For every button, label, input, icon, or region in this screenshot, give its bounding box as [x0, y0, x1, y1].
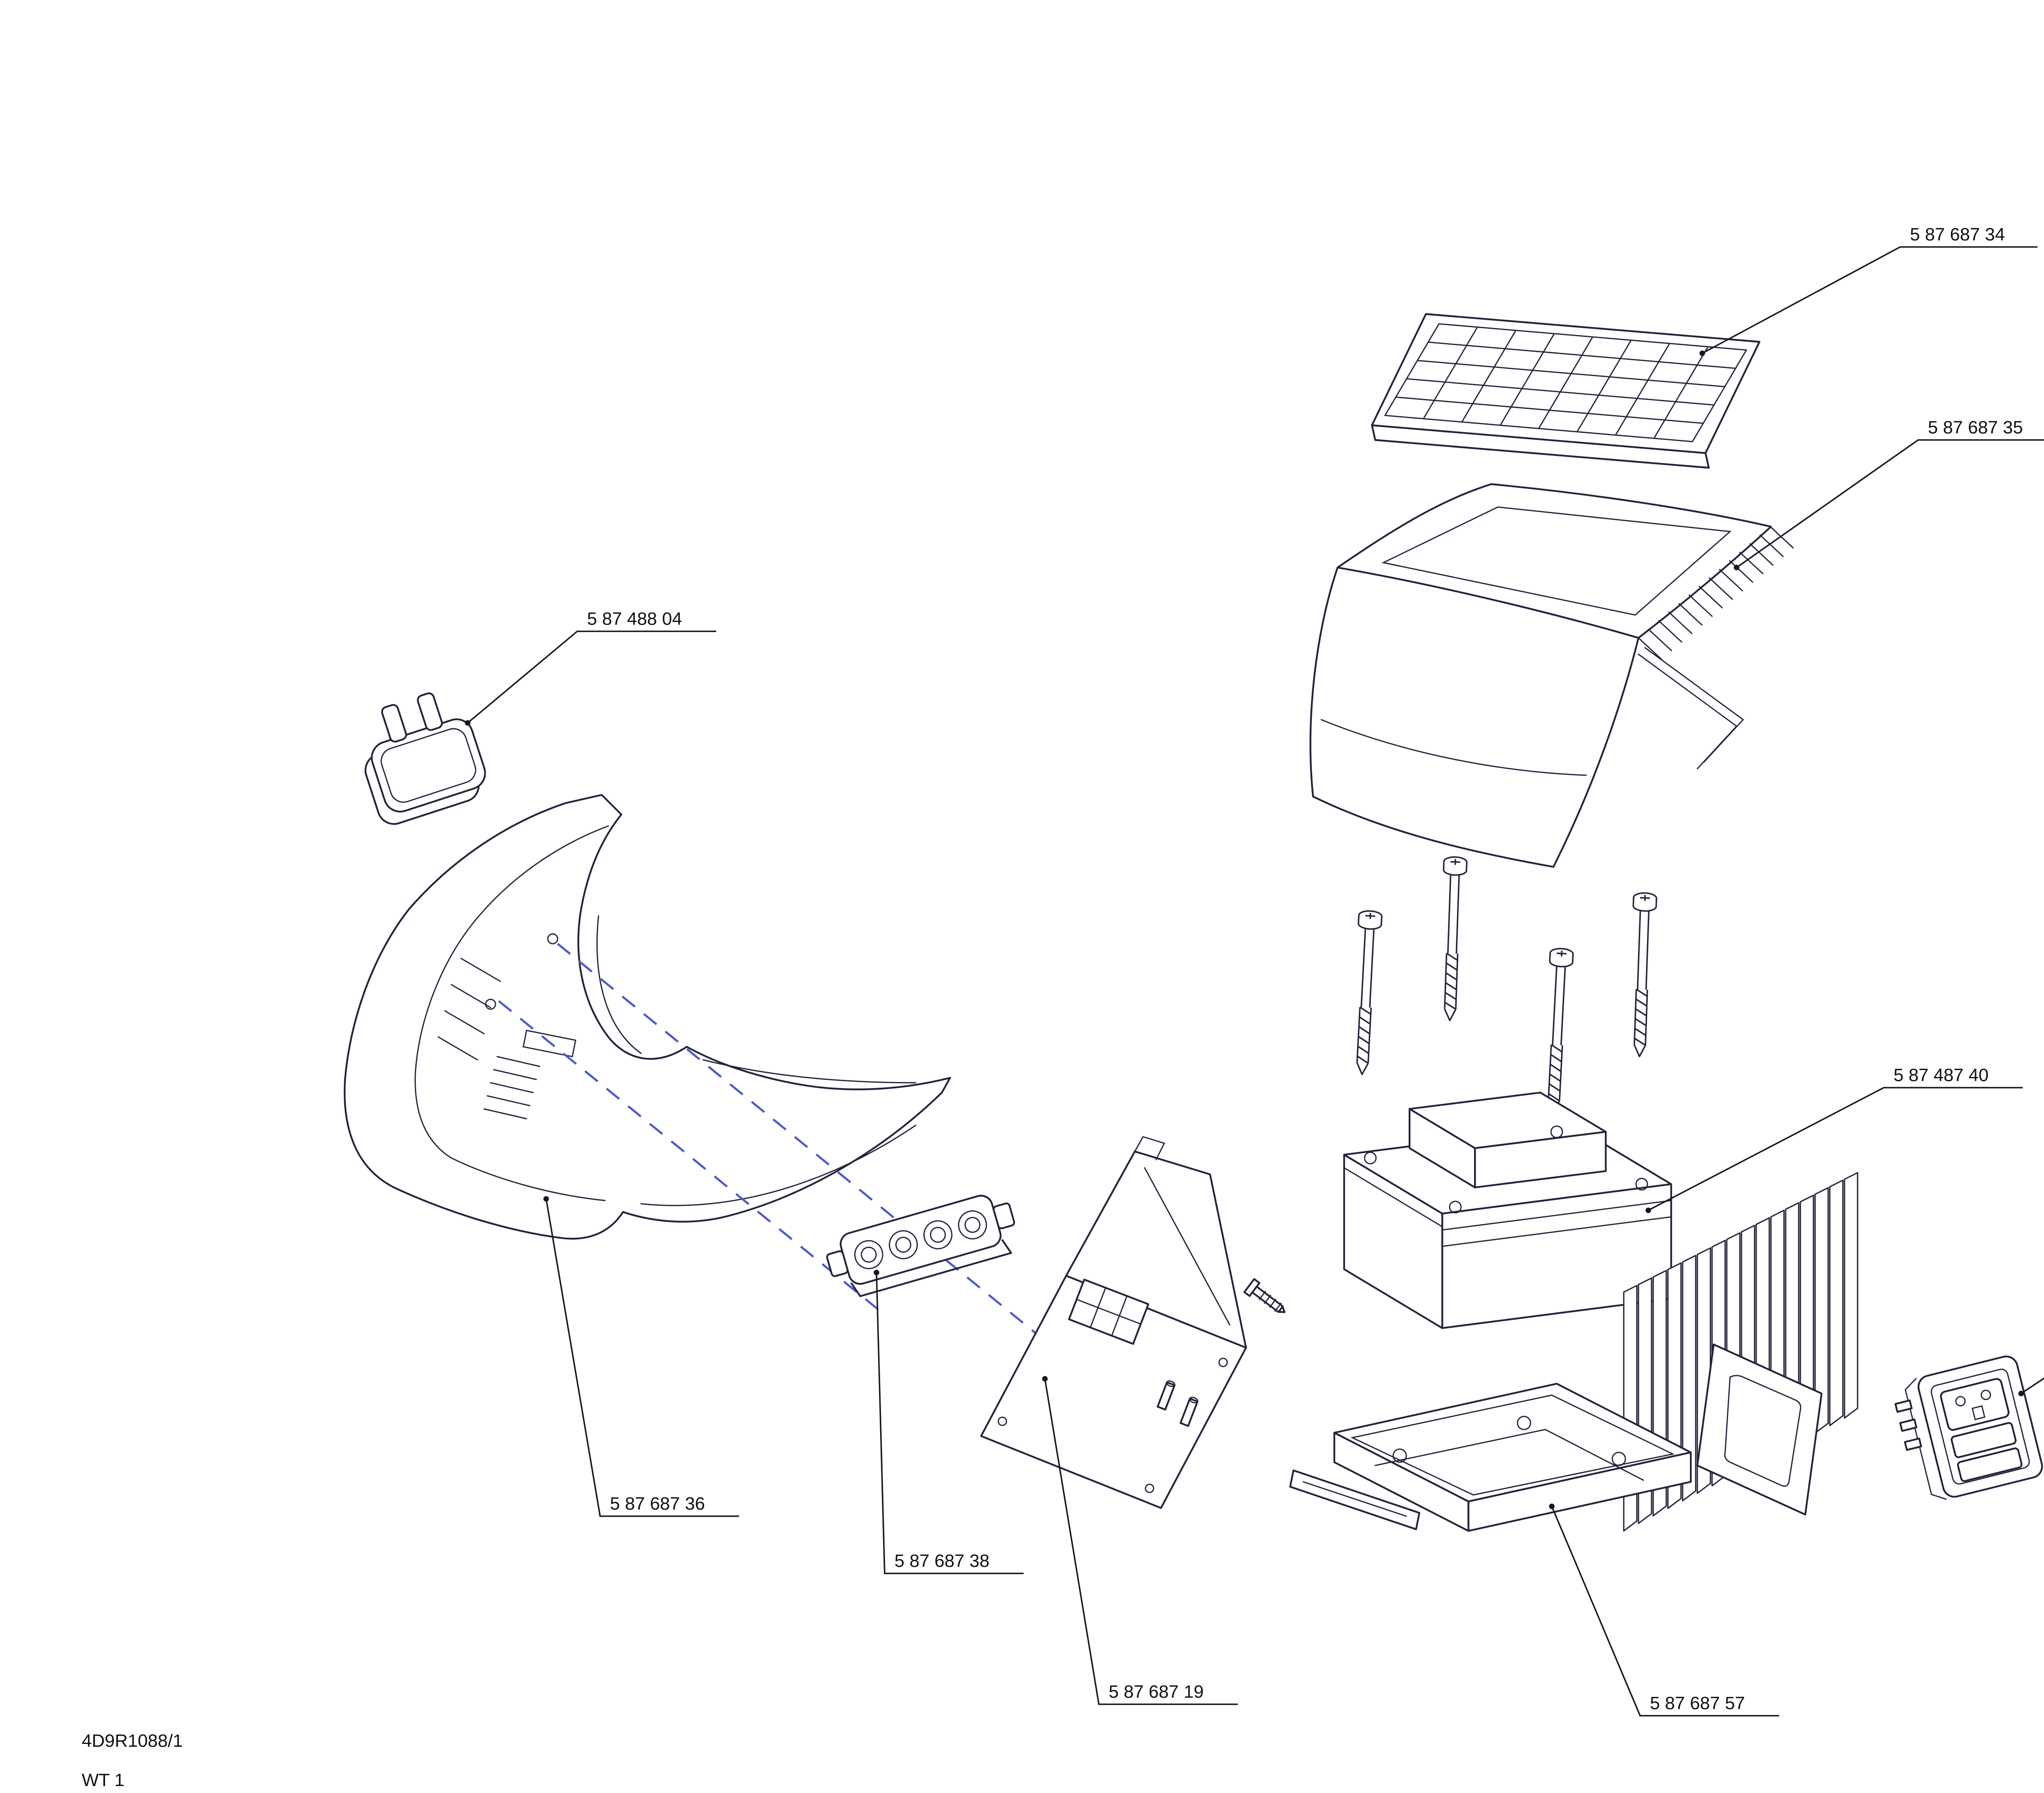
label-transformer: 5 87 487 40 — [1894, 1065, 1988, 1085]
label-housing-shell: 5 87 687 36 — [610, 1494, 705, 1514]
part-socket-strip — [826, 1194, 1015, 1297]
part-housing-shell — [343, 794, 951, 1240]
part-base-tray — [1289, 1382, 1692, 1532]
part-transformer — [1343, 1091, 1672, 1329]
part-labels: 5 87 687 34 5 87 687 35 5 87 488 04 5 87… — [465, 224, 2044, 1717]
part-mains-plug — [364, 692, 486, 825]
label-mains-plug: 5 87 488 04 — [587, 609, 682, 629]
drawing-number: 4D9R1088/1 — [82, 1731, 183, 1751]
part-small-screw — [1243, 1278, 1286, 1313]
sheet-number: WT 1 — [82, 1770, 124, 1790]
part-heatsink-duct — [1696, 1343, 1823, 1516]
label-socket-strip: 5 87 687 38 — [894, 1551, 989, 1571]
label-grille: 5 87 687 34 — [1910, 224, 2005, 245]
part-screws — [1351, 857, 1657, 1113]
part-pcb-assembly — [980, 1136, 1247, 1509]
part-power-inlet — [1894, 1355, 2043, 1500]
label-hood-cover: 5 87 687 35 — [1928, 417, 2023, 438]
part-hood-cover — [1309, 483, 1794, 868]
label-base-tray: 5 87 687 57 — [1650, 1693, 1745, 1713]
part-grille — [1371, 313, 1761, 469]
label-pcb-assembly: 5 87 687 19 — [1109, 1682, 1204, 1702]
